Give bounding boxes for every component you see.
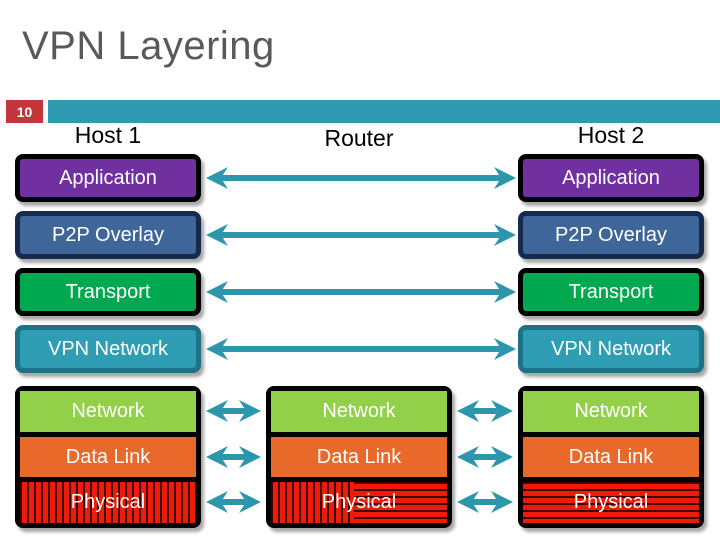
host1-data-link-layer: Data Link <box>20 436 196 478</box>
host1-physical-label: Physical <box>70 491 146 514</box>
page-number-badge: 10 <box>6 100 43 123</box>
host1-lower-stack: Network Data Link Physical <box>15 386 201 528</box>
host2-network-label: Network <box>574 399 648 422</box>
short-double-arrow-left-row1 <box>206 446 261 468</box>
long-double-arrow-row3 <box>206 338 516 360</box>
host1-network-label: Network <box>71 399 145 422</box>
host2-lower-stack: Network Data Link Physical <box>518 386 704 528</box>
short-double-arrow-right-row1 <box>457 446 513 468</box>
host2-application-layer: Application <box>518 154 704 202</box>
router-data-link-layer: Data Link <box>271 436 447 478</box>
short-double-arrow-left-row0 <box>206 400 261 422</box>
router-data-link-label: Data Link <box>316 445 402 468</box>
column-header-host1: Host 1 <box>74 122 142 148</box>
column-header-router: Router <box>324 125 394 151</box>
host1-data-link-label: Data Link <box>65 445 151 468</box>
host2-vpn-network-layer: VPN Network <box>518 325 704 373</box>
host2-transport-layer: Transport <box>518 268 704 316</box>
router-network-layer: Network <box>271 391 447 432</box>
host1-transport-layer: Transport <box>15 268 201 316</box>
long-double-arrow-row2 <box>206 281 516 303</box>
router-physical-label: Physical <box>321 491 397 514</box>
short-double-arrow-left-row2 <box>206 491 261 513</box>
accent-bar <box>48 100 720 123</box>
host2-network-layer: Network <box>523 391 699 432</box>
host2-physical-layer: Physical <box>523 482 699 524</box>
host2-data-link-label: Data Link <box>568 445 654 468</box>
router-network-label: Network <box>322 399 396 422</box>
long-double-arrow-row0 <box>206 167 516 189</box>
host1-network-layer: Network <box>20 391 196 432</box>
host2-physical-label: Physical <box>573 491 649 514</box>
column-header-host2: Host 2 <box>577 122 645 148</box>
short-double-arrow-right-row2 <box>457 491 513 513</box>
host2-data-link-layer: Data Link <box>523 436 699 478</box>
short-double-arrow-right-row0 <box>457 400 513 422</box>
router-lower-stack: Network Data Link Physical <box>266 386 452 528</box>
host1-vpn-network-layer: VPN Network <box>15 325 201 373</box>
host1-p2p-overlay-layer: P2P Overlay <box>15 211 201 259</box>
host2-p2p-overlay-layer: P2P Overlay <box>518 211 704 259</box>
slide-title: VPN Layering <box>22 24 275 68</box>
host1-application-layer: Application <box>15 154 201 202</box>
long-double-arrow-row1 <box>206 224 516 246</box>
router-physical-layer: Physical <box>271 482 447 524</box>
host1-physical-layer: Physical <box>20 482 196 524</box>
